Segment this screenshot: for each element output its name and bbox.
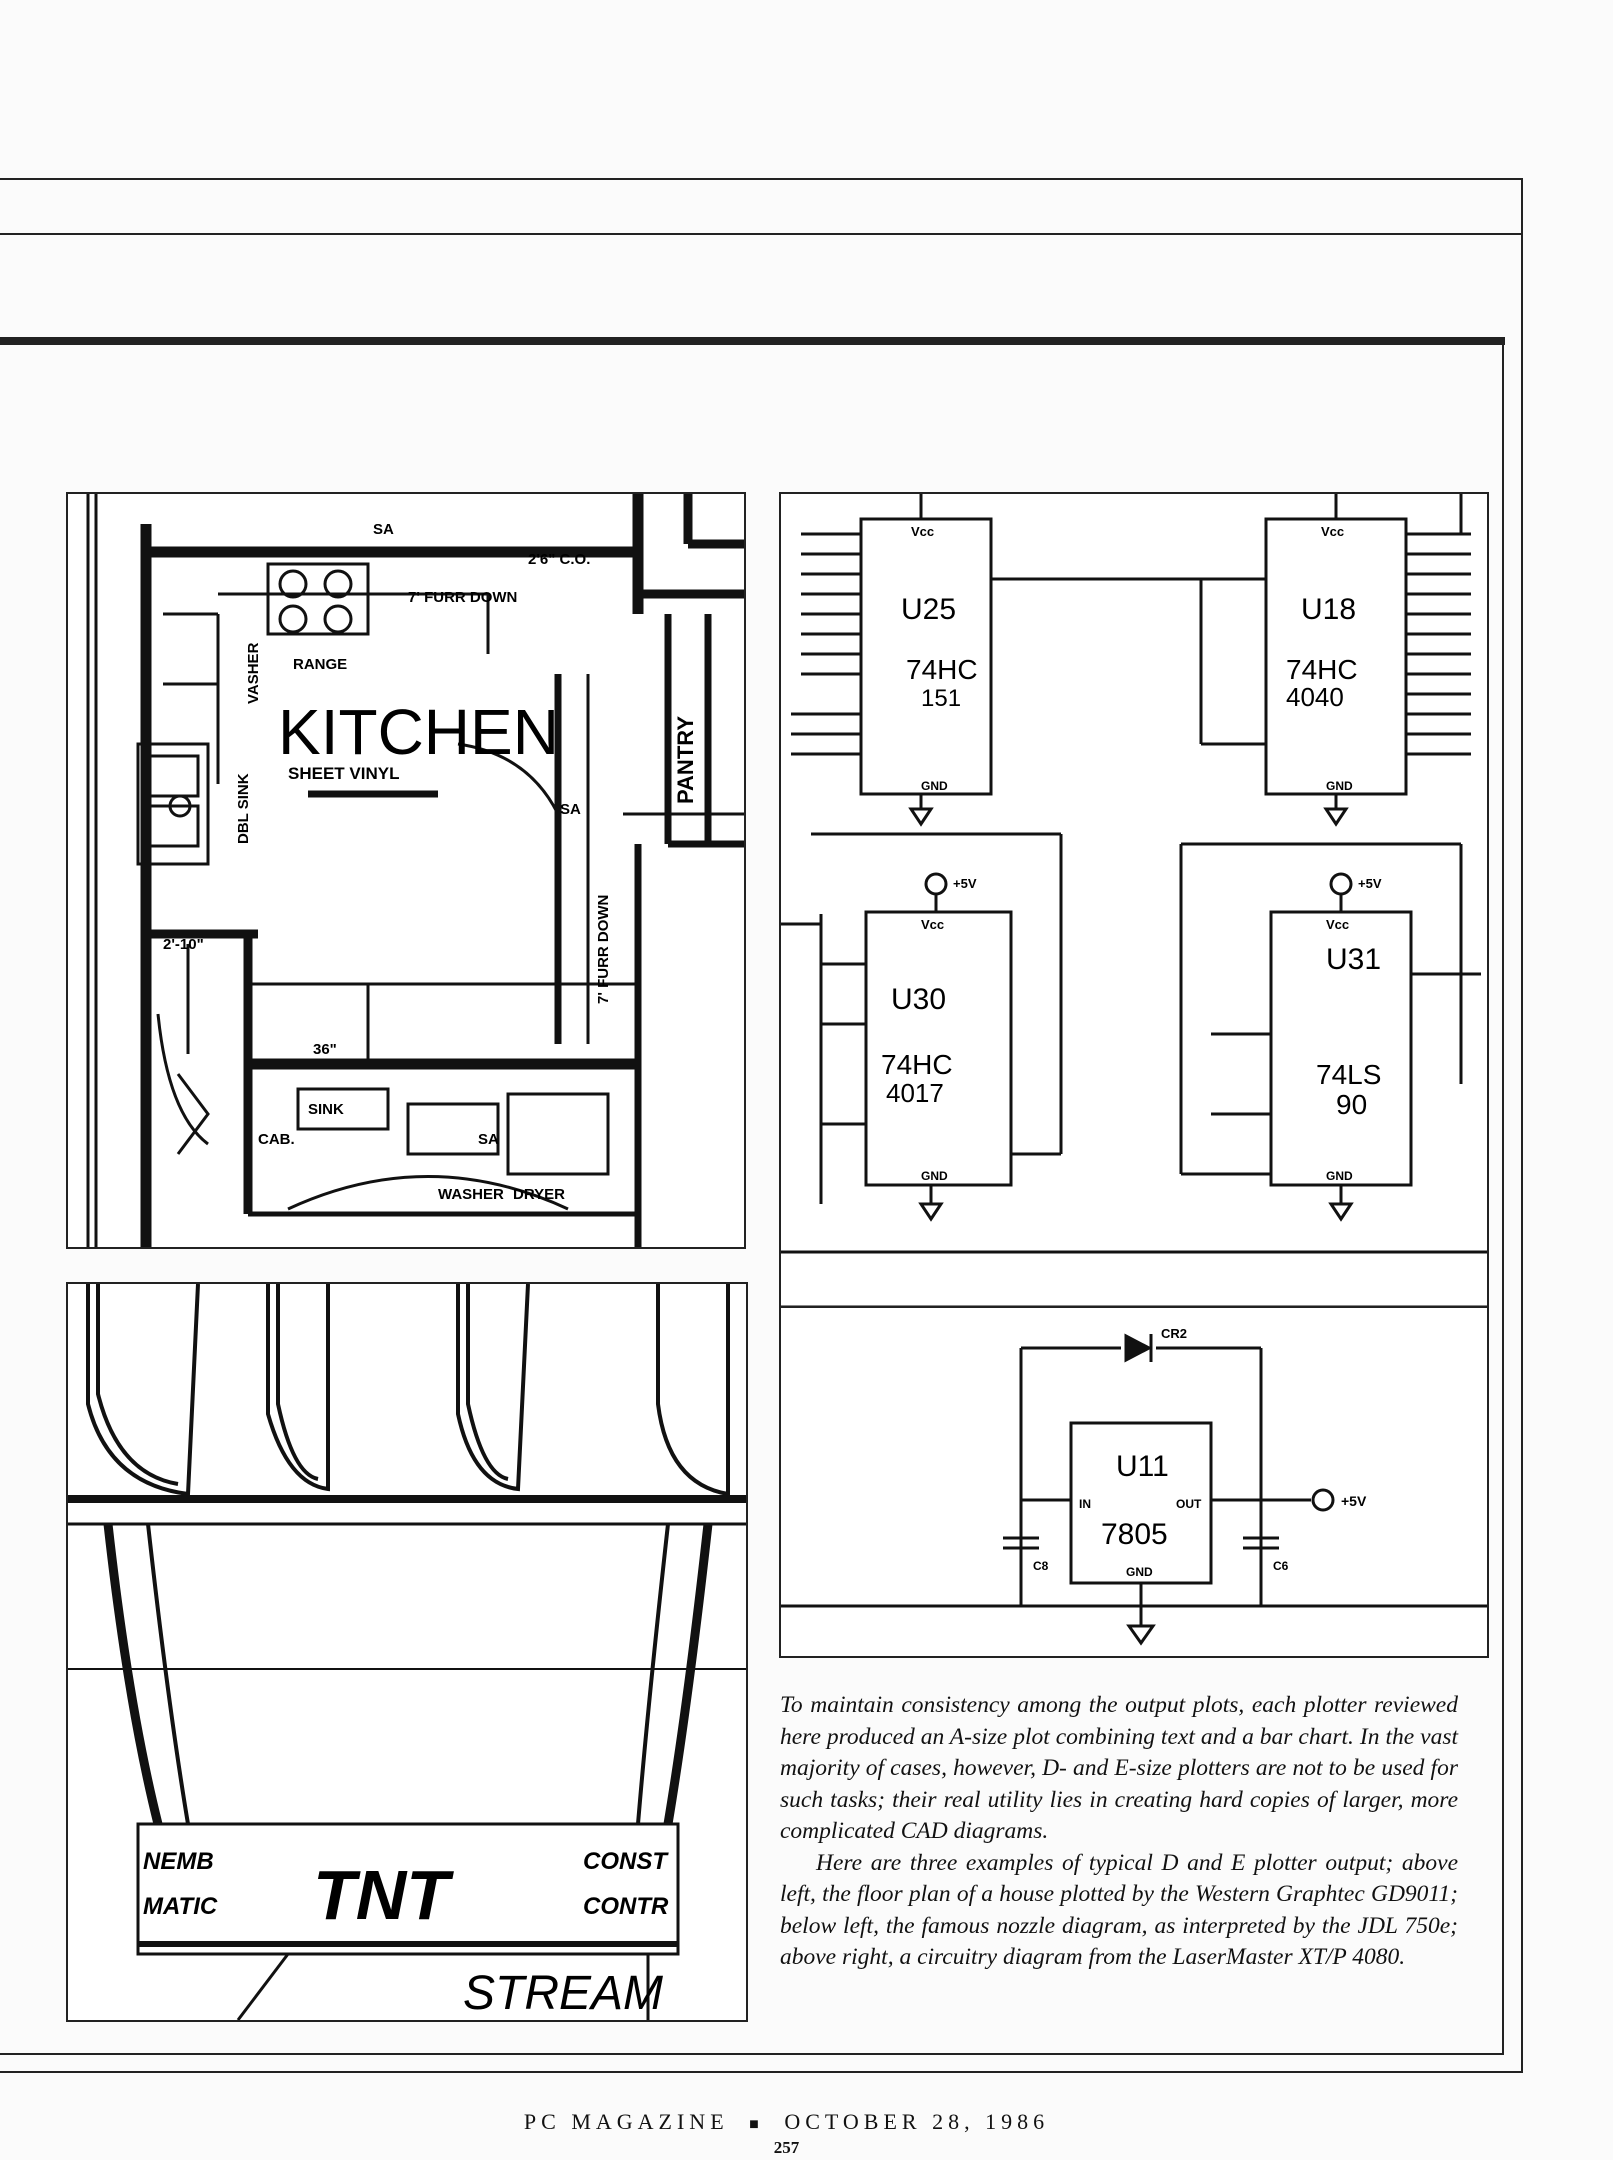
chip-u18-ref: U18	[1301, 593, 1356, 626]
heavy-rule	[0, 337, 1505, 345]
circuit-drawing: U25 74HC 151 U18 74HC 4040 U30 74HC 4017…	[781, 494, 1487, 1586]
nozzle-text-right-2: CONTR	[583, 1893, 669, 1920]
second-rule	[0, 233, 1521, 235]
chip-u31-part2: 90	[1336, 1089, 1367, 1120]
chip-u30-part2: 4017	[886, 1078, 944, 1108]
vcc-label-2: Vcc	[1321, 524, 1344, 539]
chip-u30-part: 74HC	[881, 1049, 953, 1080]
range-label: RANGE	[293, 656, 347, 673]
plus5v-label-1: +5V	[953, 876, 977, 891]
regulator-figure: U11 7805 IN OUT GND +5V CR2 C8 C6	[779, 1306, 1489, 1658]
furr-down-top: 7' FURR DOWN	[408, 589, 517, 606]
co-label: 2'6" C.O.	[528, 551, 590, 568]
sink-side-label: DBL SINK	[235, 773, 252, 844]
gnd-label-2: GND	[1326, 779, 1353, 793]
nozzle-drawing: NEMB MATIC CONST CONTR TNT STREAM	[68, 1283, 746, 2021]
floor-note: SHEET VINYL	[288, 764, 399, 783]
footer-date: OCTOBER 28, 1986	[784, 2109, 1050, 2134]
bottom-rule	[0, 2053, 1504, 2055]
regulator-cap-left: C8	[1033, 1559, 1049, 1573]
regulator-gnd: GND	[1126, 1565, 1153, 1579]
top-rule	[0, 178, 1523, 180]
nozzle-text-left-2: MATIC	[143, 1893, 218, 1920]
nozzle-bottom-text: STREAM	[463, 1967, 663, 2020]
top-right-rule	[1521, 178, 1523, 2073]
chip-u25-part: 74HC	[906, 654, 978, 685]
regulator-drawing: U11 7805 IN OUT GND +5V CR2 C8 C6	[781, 1326, 1487, 1646]
chip-u25-ref: U25	[901, 593, 956, 626]
floor-plan-drawing: KITCHEN SHEET VINYL RANGE PANTRY CAB. SI…	[86, 494, 744, 1247]
inner-right-rule	[1502, 337, 1504, 2055]
figure-caption: To maintain consistency among the output…	[780, 1690, 1458, 1974]
regulator-diode: CR2	[1161, 1326, 1187, 1341]
dim-10: 2'-10"	[163, 936, 204, 953]
nozzle-figure: NEMB MATIC CONST CONTR TNT STREAM	[66, 1282, 748, 2022]
plus5v-label-2: +5V	[1358, 876, 1382, 891]
vcc-label-3: Vcc	[921, 917, 944, 932]
washer-label: WASHER	[438, 1186, 504, 1203]
regulator-ref: U11	[1116, 1450, 1169, 1483]
nozzle-logo: TNT	[313, 1856, 454, 1934]
page-number: 257	[773, 2138, 800, 2157]
page-footer: PC MAGAZINE ■ OCTOBER 28, 1986	[0, 2109, 1573, 2135]
chip-u18-part: 74HC	[1286, 654, 1358, 685]
cab-label: CAB.	[258, 1131, 295, 1148]
regulator-part: 7805	[1101, 1518, 1168, 1551]
chip-u18-part2: 4040	[1286, 682, 1344, 712]
sa-label-2: SA	[560, 801, 581, 818]
nozzle-text-left-1: NEMB	[143, 1848, 214, 1875]
regulator-out: OUT	[1176, 1497, 1202, 1511]
gnd-label-3: GND	[921, 1169, 948, 1183]
furr-down-side: 7' FURR DOWN	[595, 895, 612, 1004]
regulator-plus5v: +5V	[1341, 1493, 1367, 1509]
chip-u31-ref: U31	[1326, 943, 1381, 976]
regulator-cap-right: C6	[1273, 1559, 1289, 1573]
footer-magazine: PC MAGAZINE	[523, 2109, 729, 2134]
caption-paragraph-1: To maintain consistency among the output…	[780, 1692, 1458, 1844]
vcc-label-4: Vcc	[1326, 917, 1349, 932]
footer-rule	[0, 2071, 1523, 2073]
room-label: KITCHEN	[278, 696, 559, 768]
sa-label-1: SA	[373, 521, 394, 538]
dryer-label: DRYER	[513, 1186, 565, 1203]
disp-side-label: VASHER	[245, 642, 262, 704]
regulator-in: IN	[1079, 1497, 1091, 1511]
chip-u30-ref: U30	[891, 983, 946, 1016]
chip-u25-part2: 151	[921, 685, 961, 712]
nozzle-text-right-1: CONST	[583, 1848, 669, 1875]
gnd-label-1: GND	[921, 779, 948, 793]
chip-u31-part: 74LS	[1316, 1059, 1381, 1090]
floor-plan-figure: KITCHEN SHEET VINYL RANGE PANTRY CAB. SI…	[66, 492, 746, 1249]
gnd-label-4: GND	[1326, 1169, 1353, 1183]
footer-separator: ■	[749, 2116, 764, 2133]
pantry-label: PANTRY	[673, 716, 698, 804]
vcc-label-1: Vcc	[911, 524, 934, 539]
sa-label-3: SA	[478, 1131, 499, 1148]
sink-label: SINK	[308, 1101, 344, 1118]
caption-paragraph-2: Here are three examples of typical D and…	[780, 1849, 1458, 1971]
dim-36: 36"	[313, 1041, 337, 1058]
circuit-figure: U25 74HC 151 U18 74HC 4040 U30 74HC 4017…	[779, 492, 1489, 1586]
